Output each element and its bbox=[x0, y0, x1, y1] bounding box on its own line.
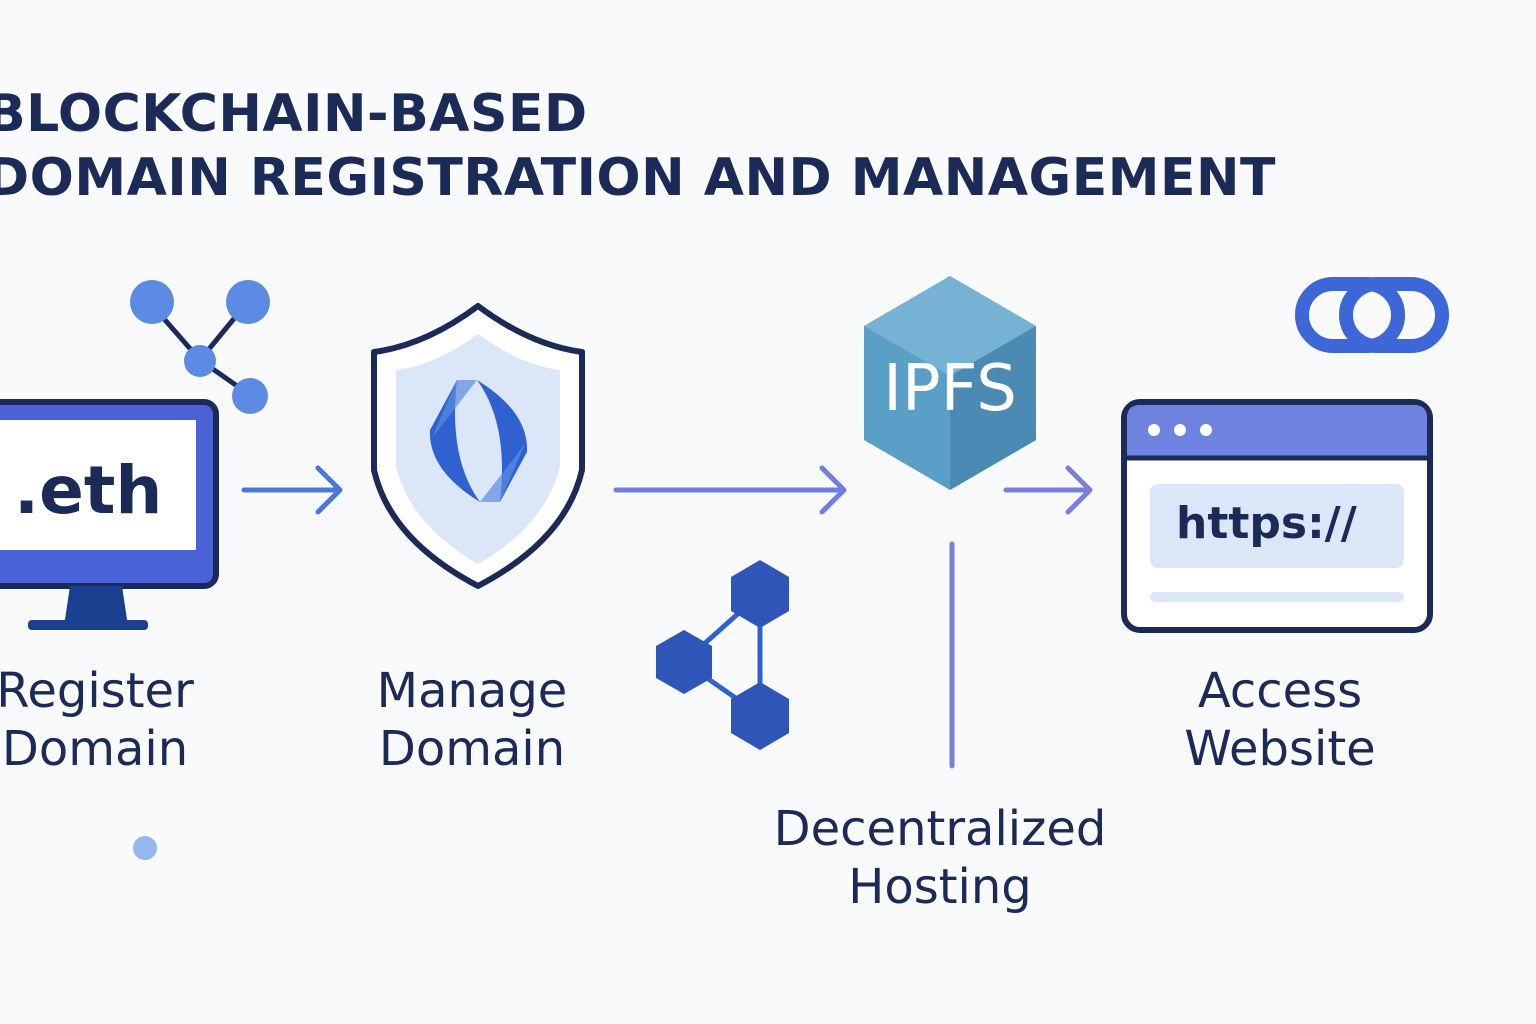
step-label-hosting: Decentralized Hosting bbox=[760, 800, 1120, 916]
network-nodes-icon bbox=[130, 280, 270, 414]
shield-ens-icon bbox=[371, 303, 585, 589]
ipfs-text: IPFS bbox=[883, 352, 1017, 426]
step-label-line-2: Website bbox=[1184, 721, 1376, 777]
step-label-register: Register Domain bbox=[0, 662, 220, 778]
ipfs-cube-icon bbox=[864, 276, 1036, 490]
arrow-manage-to-hosting bbox=[613, 465, 847, 515]
arrow-hosting-to-access bbox=[1003, 465, 1093, 515]
monitor-icon bbox=[0, 399, 219, 630]
browser-window-icon bbox=[1121, 399, 1433, 633]
arrow-register-to-manage bbox=[241, 465, 343, 515]
step-label-line-2: Domain bbox=[1, 721, 189, 777]
title-line-2: DOMAIN REGISTRATION AND MANAGEMENT bbox=[0, 148, 1276, 208]
step-label-line-1: Register bbox=[0, 663, 194, 719]
step-label-access: Access Website bbox=[1160, 662, 1400, 778]
chain-link-icon bbox=[1295, 277, 1449, 353]
step-label-line-1: Manage bbox=[376, 663, 568, 719]
dot-icon bbox=[133, 836, 157, 860]
step-label-line-1: Access bbox=[1197, 663, 1363, 719]
hexagon-network-icon bbox=[656, 560, 789, 750]
eth-domain-text: .eth bbox=[14, 452, 163, 529]
url-text: https:// bbox=[1176, 498, 1357, 549]
step-label-line-2: Hosting bbox=[848, 859, 1032, 915]
step-label-line-1: Decentralized bbox=[773, 801, 1107, 857]
step-label-line-2: Domain bbox=[378, 721, 566, 777]
step-label-manage: Manage Domain bbox=[352, 662, 592, 778]
title-line-1: BLOCKCHAIN-BASED bbox=[0, 84, 588, 144]
diagram-title: BLOCKCHAIN-BASED DOMAIN REGISTRATION AND… bbox=[0, 82, 1286, 210]
